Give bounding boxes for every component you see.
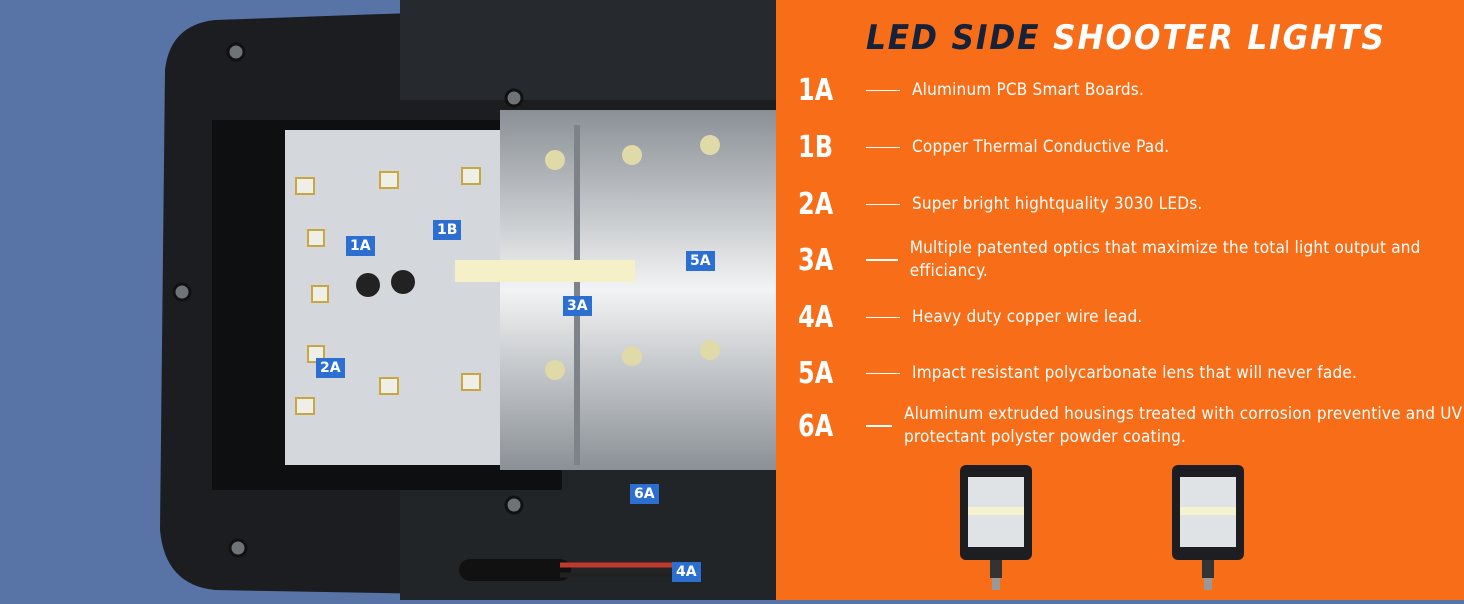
callout-5a: 5A	[686, 251, 715, 271]
feature-item: 1A Aluminum PCB Smart Boards.	[798, 73, 1144, 108]
title-part-2: SHOOTER LIGHTS	[1053, 18, 1386, 58]
callout-3a: 3A	[563, 296, 592, 316]
features-panel: LED SIDE SHOOTER LIGHTS 1A Aluminum PCB S…	[776, 0, 1464, 600]
feature-code: 1A	[798, 73, 834, 108]
callout-2a: 2A	[316, 358, 345, 378]
feature-text: Impact resistant polycarbonate lens that…	[912, 363, 1358, 383]
callout-6a: 6A	[630, 484, 659, 504]
feature-code: 4A	[798, 300, 834, 335]
led-chips	[295, 167, 481, 415]
page-title: LED SIDE SHOOTER LIGHTS	[866, 18, 1386, 58]
feature-code: 6A	[798, 408, 834, 444]
feature-text: Super bright hightquality 3030 LEDs.	[912, 194, 1203, 214]
feature-code: 2A	[798, 187, 834, 222]
feature-item: 3A Multiple patented optics that maximize…	[798, 237, 1464, 283]
divider	[866, 259, 898, 261]
feature-item: 6A Aluminum extruded housings treated wit…	[798, 403, 1464, 449]
feature-code: 5A	[798, 356, 834, 391]
callout-1a: 1A	[346, 236, 375, 256]
title-part-1: LED SIDE	[866, 18, 1041, 58]
feature-text: Multiple patented optics that maximize t…	[909, 238, 1421, 281]
feature-text: Copper Thermal Conductive Pad.	[912, 137, 1170, 157]
feature-item: 5A Impact resistant polycarbonate lens th…	[798, 356, 1357, 391]
feature-code: 1B	[798, 130, 833, 165]
divider	[866, 146, 900, 149]
product-cutaway-image: 1A 1B 2A 3A 5A 6A 4A	[160, 0, 776, 600]
product-thumbnail	[1172, 465, 1244, 590]
light-bar-illustration	[160, 0, 776, 600]
feature-text: Aluminum PCB Smart Boards.	[912, 80, 1145, 100]
feature-item: 4A Heavy duty copper wire lead.	[798, 300, 1142, 335]
divider	[866, 203, 900, 206]
callout-4a: 4A	[672, 562, 701, 582]
callout-1b: 1B	[433, 220, 462, 240]
feature-text: Aluminum extruded housings treated with …	[904, 404, 1463, 447]
lens-reflectors	[500, 110, 776, 470]
divider	[866, 89, 900, 92]
product-thumbnail	[960, 465, 1032, 590]
divider	[866, 425, 892, 427]
divider	[866, 316, 900, 319]
divider	[866, 372, 900, 375]
feature-item: 1B Copper Thermal Conductive Pad.	[798, 130, 1169, 165]
feature-item: 2A Super bright hightquality 3030 LEDs.	[798, 187, 1202, 222]
feature-text: Heavy duty copper wire lead.	[912, 307, 1143, 327]
feature-code: 3A	[798, 242, 834, 278]
